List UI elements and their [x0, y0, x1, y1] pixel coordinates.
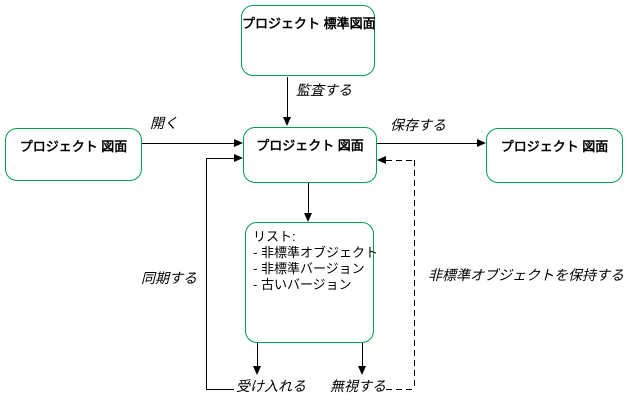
list-item: - 非標準オブジェクト: [253, 245, 378, 260]
arrowhead-right-icon: [477, 139, 486, 147]
box-project-drawing-center: プロジェクト 図面: [243, 127, 377, 183]
audit-label: 監査する: [296, 82, 352, 98]
arrowhead-down-icon: [304, 213, 312, 222]
accept-label: 受け入れる: [236, 378, 306, 394]
list-item: - 非標準バージョン: [253, 261, 365, 276]
accept-arrow-line: [257, 343, 258, 367]
arrowhead-right-icon: [234, 154, 243, 162]
list-title: リスト:: [253, 229, 296, 244]
save-label: 保存する: [390, 117, 446, 133]
sync-loop-top-line: [206, 158, 235, 159]
box-project-drawing-source: プロジェクト 図面: [5, 128, 142, 181]
arrowhead-down-icon: [253, 366, 261, 375]
save-arrow-line: [377, 143, 478, 144]
sync-label: 同期する: [141, 270, 197, 286]
list-item: - 古いバージョン: [253, 277, 352, 292]
sync-loop-vertical-line: [206, 158, 207, 390]
arrowhead-down-icon: [283, 117, 291, 126]
box-project-standard-drawing: プロジェクト 標準図面: [241, 5, 376, 76]
keep-dashed-bottom-line: [386, 389, 416, 390]
center-to-list-line: [308, 183, 309, 214]
box-project-drawing-saved: プロジェクト 図面: [486, 128, 623, 183]
keep-nonstandard-label: 非標準オブジェクトを保持する: [428, 267, 624, 283]
ignore-arrow-line: [362, 343, 363, 367]
open-arrow-line: [142, 143, 235, 144]
open-label: 開く: [150, 115, 178, 131]
keep-dashed-top-line: [386, 160, 415, 161]
audit-arrow-line: [287, 77, 288, 118]
box-nonstandard-list: リスト: - 非標準オブジェクト - 非標準バージョン - 古いバージョン: [245, 222, 378, 343]
sync-loop-bottom-line: [206, 389, 234, 390]
arrowhead-left-icon: [377, 156, 386, 164]
keep-dashed-vertical-line: [414, 160, 415, 390]
ignore-label: 無視する: [330, 378, 386, 394]
arrowhead-right-icon: [234, 139, 243, 147]
arrowhead-down-icon: [358, 366, 366, 375]
